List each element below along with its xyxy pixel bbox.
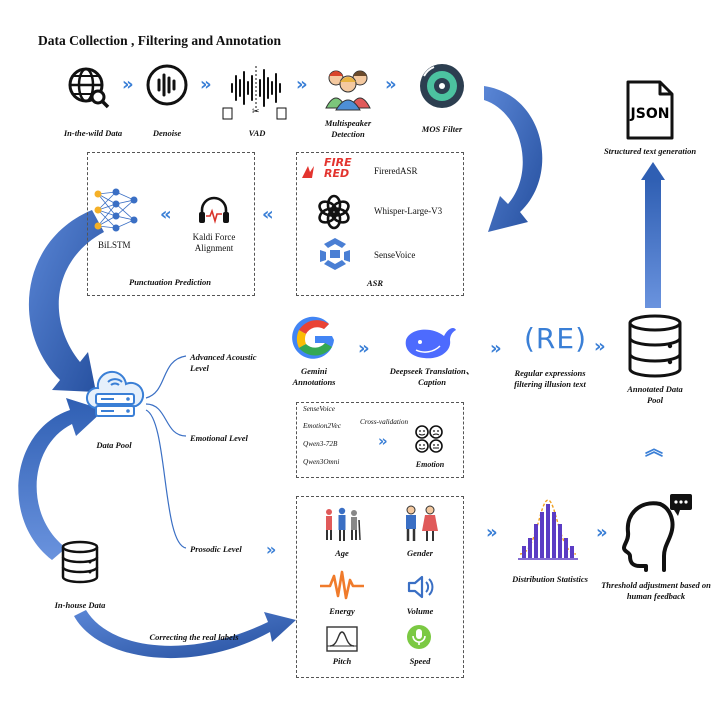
prosodic-level-label: Prosodic Level <box>190 544 242 554</box>
deepseek-whale-icon <box>405 328 456 359</box>
emotion-model-sensevoice: SenseVoice <box>303 405 335 413</box>
age-label: Age <box>335 548 349 558</box>
deepseek-label: Deepseek Translation、Caption <box>389 366 475 387</box>
emotional-level-label: Emotional Level <box>190 433 248 443</box>
distribution-statistics-label: Distribution Statistics <box>512 574 588 584</box>
chevron-right-icon: » <box>594 336 605 357</box>
json-text: JSON <box>630 106 670 122</box>
distribution-chart-icon <box>518 499 578 560</box>
sensevoice-logo-icon <box>320 238 350 270</box>
globe-search-icon <box>68 67 110 109</box>
diagram-title: Data Collection , Filtering and Annotati… <box>38 33 282 48</box>
vad-label: VAD <box>248 128 266 138</box>
firered-logo-text-1: FIRE <box>324 156 352 169</box>
emotion-faces-icon <box>415 425 443 453</box>
emotion-box <box>296 402 464 478</box>
pitch-label: Pitch <box>332 656 352 666</box>
firered-logo: FIRE RED <box>300 156 370 186</box>
database-icon <box>61 540 99 584</box>
asr-box <box>296 152 464 296</box>
annotated-database-icon <box>628 314 682 378</box>
multispeaker-label: Multispeaker Detection <box>324 118 372 139</box>
gemini-label: Gemini Annotations <box>292 366 336 387</box>
punctuation-box-title: Punctuation Prediction <box>129 277 211 287</box>
mos-filter-label: MOS Filter <box>421 124 463 134</box>
svg-text:✂: ✂ <box>252 107 260 117</box>
chevron-up-icon: ︽ <box>645 439 663 460</box>
asr-item-whisper: Whisper-Large-V3 <box>374 206 443 216</box>
firered-logo-text-2: RED <box>324 167 350 180</box>
chevron-right-icon: » <box>378 432 387 450</box>
denoise-label: Denoise <box>152 128 182 138</box>
emotion-label: Emotion <box>415 460 445 469</box>
microphone-speed-icon <box>407 625 431 649</box>
headset-icon <box>199 196 229 224</box>
people-group-icon <box>325 70 371 111</box>
json-file-icon: JSON <box>626 80 674 140</box>
volume-label: Volume <box>406 606 434 616</box>
emotion-model-qwen3omni: Qwen3Omni <box>303 458 340 466</box>
chevron-right-icon: » <box>596 522 607 543</box>
in-the-wild-label: In-the-wild Data <box>63 128 123 138</box>
emotion-model-emotion2vec: Emotion2Vec <box>303 422 341 430</box>
asr-item-sensevoice: SenseVoice <box>374 250 416 260</box>
speed-label: Speed <box>409 656 431 666</box>
advanced-acoustic-level-label: Advanced Acoustic Level <box>190 352 257 373</box>
neural-network-icon <box>94 188 138 232</box>
google-logo-icon <box>292 316 334 359</box>
gender-label: Gender <box>407 548 433 558</box>
energy-wave-icon <box>320 570 364 600</box>
threshold-adjustment-label: Threshold adjustment based on human feed… <box>601 580 711 601</box>
bilstm-label: BiLSTM <box>98 240 131 250</box>
gender-icon <box>406 505 438 541</box>
cross-validation-label: Cross-validation <box>360 418 409 426</box>
chevron-right-icon: » <box>490 338 501 359</box>
volume-icon <box>407 575 434 599</box>
asr-item-firered: FireredASR <box>374 166 418 176</box>
chevron-right-icon: » <box>358 338 369 359</box>
correcting-labels-text: Correcting the real labels <box>149 632 239 642</box>
kaldi-label: Kaldi Force Alignment <box>192 232 236 253</box>
energy-label: Energy <box>329 606 355 616</box>
prosodic-box <box>296 496 464 678</box>
chevron-right-icon: » <box>486 522 497 543</box>
emotion-model-qwen3-72b: Qwen3-72B <box>303 440 338 448</box>
waveform-circle-icon <box>146 64 188 106</box>
openai-logo-icon <box>318 194 350 230</box>
regex-logo-icon: (RE) <box>524 322 587 355</box>
server-cloud-icon <box>86 370 145 417</box>
mos-filter-icon <box>420 64 464 108</box>
punctuation-box <box>87 152 255 296</box>
chevron-right-icon: » <box>266 540 277 559</box>
structured-text-label: Structured text generation <box>603 146 697 156</box>
age-people-icon <box>326 507 361 541</box>
in-house-data-label: In-house Data <box>54 600 106 610</box>
data-pool-label: Data Pool <box>96 440 132 450</box>
pitch-curve-icon <box>326 626 358 652</box>
regex-label: Regular expressions filtering illusion t… <box>514 368 586 389</box>
asr-box-title: ASR <box>366 278 384 288</box>
annotated-data-pool-label: Annotated Data Pool <box>627 384 683 405</box>
human-head-feedback-icon <box>622 494 692 572</box>
audio-cut-icon: ✂ <box>222 66 287 120</box>
